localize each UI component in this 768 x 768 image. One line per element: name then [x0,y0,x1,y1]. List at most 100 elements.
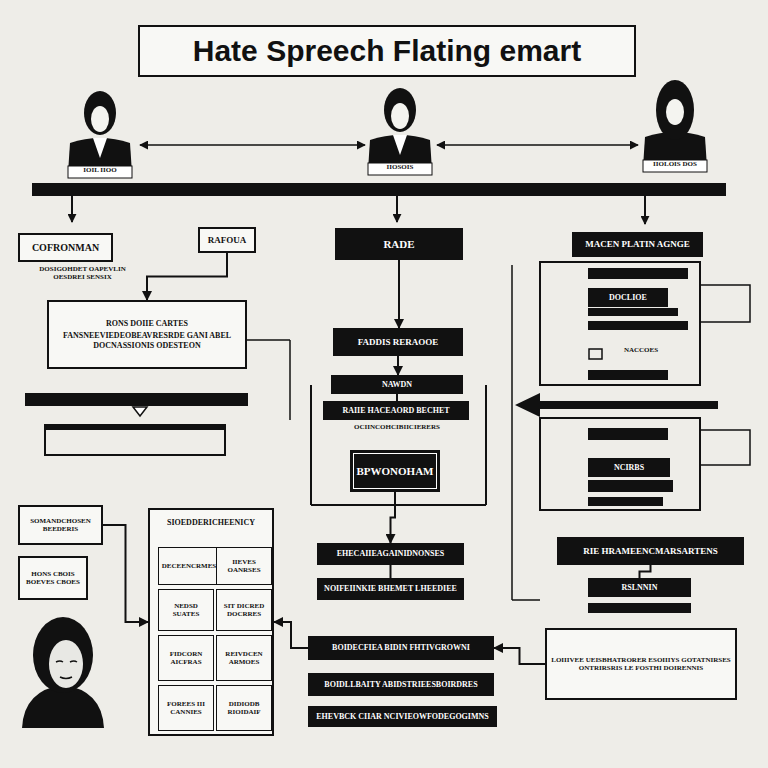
process-bar: BOIDLLBAITY ABIDSTRIEESBOIRDRES [308,673,494,696]
bar [25,393,248,406]
connector [640,565,651,578]
frame-line [310,385,312,505]
face [666,99,684,125]
node-text: NAWDN [382,380,412,389]
bracket-frame [540,418,700,510]
frame-line [311,504,486,506]
node-text: MACEN PLATIN AGNGE [585,239,689,249]
person-figure [68,91,132,178]
node-text: FOREES III CANNIES [161,700,211,716]
node-text: SOMANDCHOSEN BEEDERIS [24,517,97,533]
title-text: Hate Spreech Flating emart [193,34,581,68]
double-arrow [437,144,638,146]
table-cell: FIDCORN AICFRAS [158,635,214,681]
note-label: DOSIGOHDET OAPEVLIN OESDREI SENSIX [30,266,135,281]
table-cell: IIEVES OANRSES [216,547,272,585]
name-plate [643,160,707,172]
hair [384,88,416,132]
node-text: RAIIE HACEAORD BECHET [342,406,449,415]
process-box: SOMANDCHOSEN BEEDERIS [18,505,103,545]
node-text: HONS CBOIS BOEVES CBOES [24,570,82,586]
node-text: SIOEDDERICHEENICY [167,518,255,527]
process-bar: NCIRBS [588,458,670,477]
node-text: COFRONMAN [32,242,99,254]
double-arrow [140,144,365,146]
node-text: DOCLIOE [609,293,647,302]
triangle-mark [133,407,147,416]
node-text: RIE HRAMEENCMARSARTENS [583,546,717,556]
connector [390,565,392,578]
connector [396,394,398,401]
portrait [22,617,104,728]
table-cell: REIVDCEN ARMOES [216,635,272,681]
process-bar: RSLNNIN [588,578,691,597]
node-text: BOIDECFIEA BIDIN FHTIVGROWNI [332,643,470,652]
node-text: IIEVES OANRSES [219,558,269,574]
table-box: SIOEDDERICHEENICY DECEENCRMESIIEVES OANRS… [148,508,274,736]
small-icon [589,349,602,359]
main-bar [32,183,726,196]
bracket [700,285,750,322]
wire [289,340,291,420]
connector [391,492,396,543]
table-cell: FOREES III CANNIES [158,685,214,731]
node-text: EHEVBCK CIIAR NCIVIEOWFODEGOGIMNS [316,712,488,721]
process-box: RAFOUA [198,227,256,253]
drop-arrow [71,196,73,222]
face [91,106,109,132]
table-cell: SIT DICRED DOCRRES [216,589,272,631]
process-box: COFRONMAN [18,233,113,262]
connector [398,260,400,328]
shirt [93,138,107,158]
table-cell: DIDIODB RIOIDAIF [216,685,272,731]
bar [588,321,688,330]
process-bar: EHECAIIEAGAINIDNONSES [317,543,464,565]
node-text: BPWONOHAM [357,465,434,478]
node-text: RAFOUA [208,235,247,245]
big-arrow [515,393,718,417]
note-label: OCIINCOHCIBIICIERERS [345,424,449,432]
name-plate [368,163,432,175]
node-text: NEDSD SUATES [161,602,211,618]
empty-box [45,425,225,455]
drop-arrow [644,196,646,224]
table-cell: DECEENCRMES [158,547,220,585]
connector [274,622,308,648]
process-bar: FADDIS RERAOOE [333,328,463,356]
title-box: Hate Spreech Flating emart [138,25,636,77]
node-text: LOIIIVEE UEISBHATRORER ESOIIIYS GOTATNIR… [551,656,731,672]
note-label: NACCOES [606,347,676,355]
process-bar: RADE [335,228,463,260]
node-text: SIT DICRED DOCRRES [219,602,269,618]
drop-arrow [396,196,398,222]
bar [588,480,673,492]
hair [656,80,694,140]
process-box: LOIIIVEE UEISBHATRORER ESOIIIYS GOTATNIR… [545,628,737,700]
process-box: RONS DOIIE CARTESFANSNEEVIEDEOBEAVRESRDE… [47,300,247,369]
node-text: FANSNEEVIEDEOBEAVRESRDE GANI ABEL DOCNAS… [53,331,241,349]
process-bar: NOIFEIINKIE BHEMET LHEEDIEE [317,578,464,600]
face [49,640,83,688]
wire [511,265,513,600]
node-text: NCIRBS [614,463,644,472]
process-bar: EHEVBCK CIIAR NCIVIEOWFODEGOGIMNS [308,706,497,727]
bar [588,428,668,440]
person-figure [368,88,432,175]
wire [512,599,540,601]
features [56,661,77,679]
table-cell: NEDSD SUATES [158,589,214,631]
hair [84,91,116,135]
bar [588,370,668,380]
process-bar: RIE HRAMEENCMARSARTENS [557,537,744,565]
node-text: BOIDLLBAITY ABIDSTRIEESBOIRDRES [324,680,477,689]
person-figure [643,80,707,172]
process-box: HONS CBOIS BOEVES CBOES [18,556,88,600]
bar [588,603,691,613]
frame-line [485,385,487,505]
node-text: EHECAIIEAGAINIDNONSES [337,549,445,558]
connector [494,648,545,664]
wire [247,339,290,341]
bracket [700,430,750,465]
hair [33,617,93,693]
